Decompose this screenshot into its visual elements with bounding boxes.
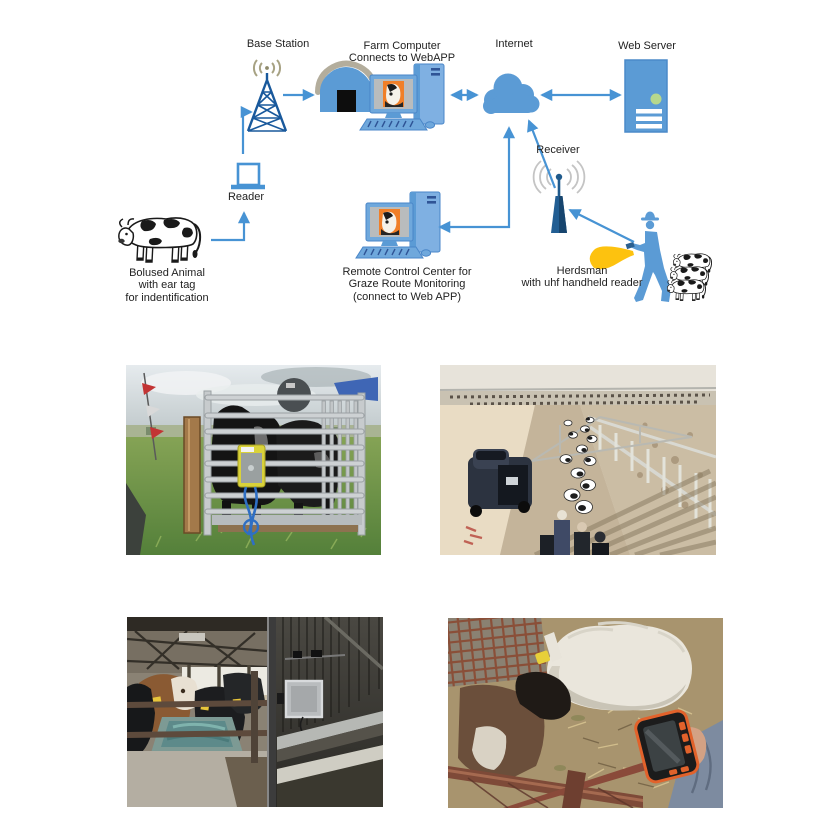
fence-rails — [587, 415, 716, 529]
herdsman-label: Herdsman with uhf handheld reader — [521, 265, 643, 290]
web-server-label: Web Server — [618, 40, 676, 52]
gantry-frame — [531, 416, 693, 462]
roof-trusses — [127, 630, 268, 670]
internet-cloud-icon — [483, 73, 540, 114]
rusty-mesh-panel — [448, 618, 548, 688]
crush-gate-frame — [203, 390, 366, 536]
arrow-receiver-to-internet — [527, 119, 557, 189]
bolused-animal-label: Bolused Animal with ear tag for indentif… — [125, 267, 209, 304]
rusty-rails — [127, 700, 268, 738]
rusty-gate — [448, 756, 670, 808]
arrow-reader-to-base-station — [240, 105, 253, 154]
cow-clipart — [117, 216, 202, 264]
radio-waves-icon — [253, 59, 281, 77]
farm-computer-label: Farm Computer Connects to WebAPP — [348, 40, 456, 65]
pickup-truck — [468, 449, 532, 517]
photo-cattle-weighing-crush — [126, 365, 381, 555]
cattle-line — [559, 416, 598, 514]
handheld-reader-device — [634, 709, 700, 784]
photo-feedlot-sorting-aerial — [440, 365, 716, 555]
calf-with-ear-tag — [458, 632, 571, 780]
people-foreground — [540, 510, 609, 555]
reader-icon — [231, 162, 265, 190]
arrow-internet-remote — [438, 126, 516, 234]
metal-rail — [277, 711, 383, 750]
wooden-post — [183, 416, 201, 534]
internet-label: Internet — [495, 38, 533, 50]
herd-cows-clipart — [666, 253, 713, 302]
dark-foreground-object — [126, 483, 146, 555]
remote-control-label: Remote Control Center for Graze Route Mo… — [342, 266, 472, 303]
base-station-icon — [246, 73, 288, 132]
uhf-beam — [589, 246, 634, 270]
reader-label: Reader — [227, 191, 265, 203]
herdsman-icon — [625, 211, 671, 302]
receiver-label: Receiver — [536, 144, 580, 156]
wall-reader-panel — [277, 679, 324, 736]
photo-barn-panel-reader — [127, 617, 383, 807]
crush-reader-box — [237, 444, 266, 546]
receiver-antenna-icon — [532, 160, 586, 233]
arrow-herdsman-to-receiver — [568, 209, 635, 243]
remote-computer-icon — [355, 191, 441, 259]
photo-handheld-reader-scanning — [448, 618, 723, 808]
arrow-cow-to-reader — [211, 211, 251, 242]
base-station-label: Base Station — [246, 38, 310, 50]
system-diagram — [117, 59, 713, 302]
flag-strip — [142, 372, 164, 461]
web-server-icon — [624, 59, 668, 133]
